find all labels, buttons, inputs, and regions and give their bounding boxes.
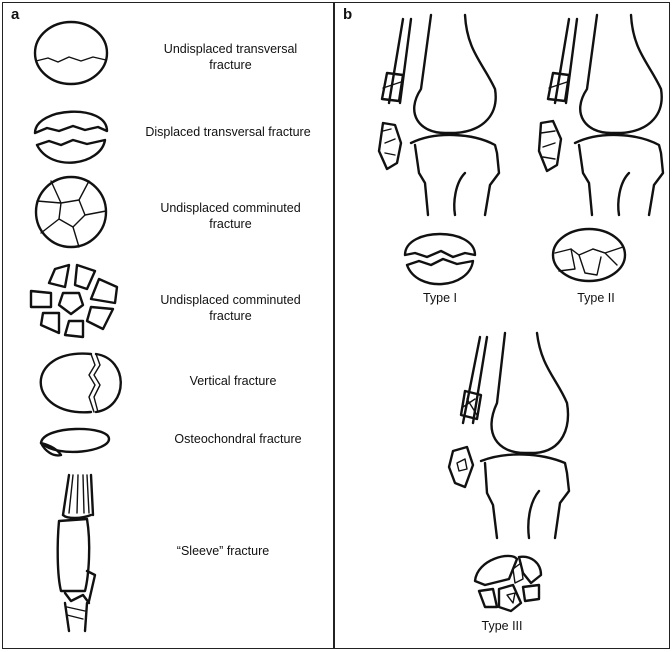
label-undisplaced-transversal: Undisplaced transversal fracture [163,42,298,72]
label-type-iii: Type III [481,619,523,633]
label-displaced-transversal: Displaced transversal fracture [145,125,311,139]
panel-b: b [334,2,670,649]
knee-type-i [377,13,501,286]
sleeve-fracture-drawing [56,473,97,633]
panel-b-letter: b [343,6,353,23]
panel-a-drawings [29,20,122,633]
comminuted-displaced-patella [29,263,119,339]
panel-a: a [2,2,334,649]
displaced-transversal-patella [33,110,109,164]
patella-type-iii [473,554,543,613]
knee-type-iii [447,331,571,613]
label-undisplaced-comminuted-1: Undisplaced comminuted fracture [160,201,301,231]
undisplaced-transversal-patella [33,20,109,86]
knee-type-ii [537,13,665,283]
label-vertical: Vertical fracture [189,374,277,388]
label-type-i: Type I [422,291,458,305]
label-undisplaced-comminuted-2: Undisplaced comminuted fracture [160,293,301,323]
undisplaced-comminuted-patella [34,175,108,249]
panel-a-letter: a [11,6,20,23]
label-osteochondral: Osteochondral fracture [174,432,302,446]
vertical-fracture-patella [39,352,122,414]
panel-b-drawings [377,13,665,613]
label-type-ii: Type II [577,291,615,305]
label-sleeve: “Sleeve” fracture [176,544,270,558]
osteochondral-patella [39,427,111,457]
